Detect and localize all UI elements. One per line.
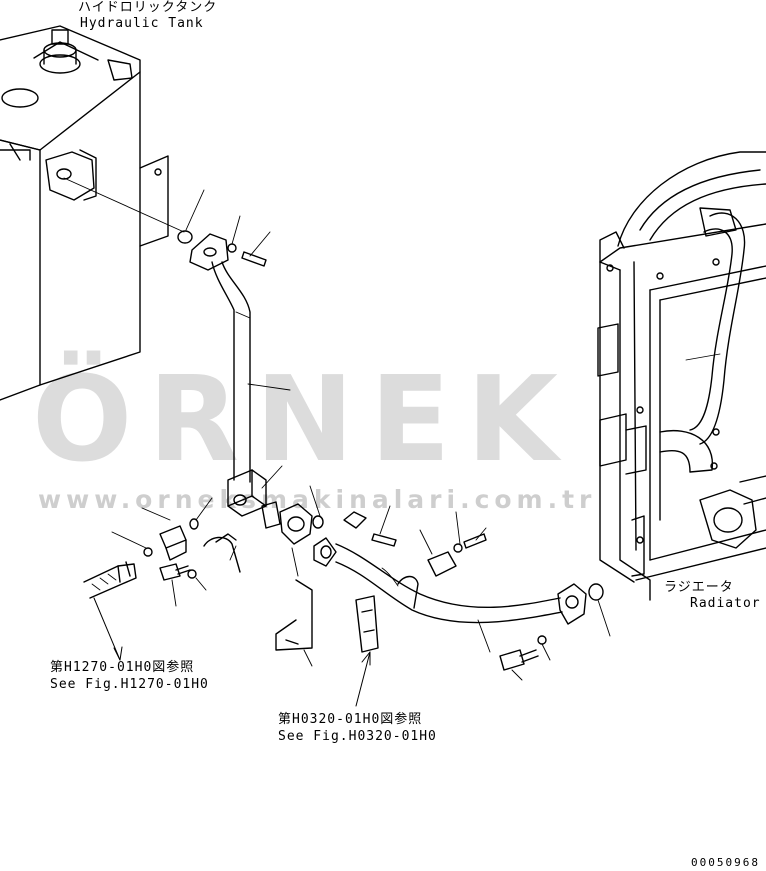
- center-connection: [261, 485, 397, 667]
- reference-h1270-jp: 第H1270-01H0図参照: [50, 660, 195, 675]
- reference-h0320-en: See Fig.H0320-01H0: [278, 729, 437, 744]
- reference-h1270-en: See Fig.H1270-01H0: [50, 677, 209, 692]
- top-flange-parts: [177, 189, 271, 271]
- vertical-pipe: [211, 261, 291, 517]
- reference-arrows: [93, 597, 371, 707]
- hydraulic-tank-label-jp: ハイドロリックタンク: [78, 0, 218, 15]
- radiator-label-en: Radiator: [690, 596, 761, 611]
- watermark-word: ÖRNEK: [32, 350, 574, 488]
- radiator: [597, 151, 766, 601]
- radiator-label-jp: ラジエータ: [664, 580, 734, 595]
- document-number: 00050968: [691, 856, 760, 869]
- hydraulic-tank: [0, 25, 185, 401]
- hydraulic-tank-label-en: Hydraulic Tank: [80, 16, 204, 31]
- left-fittings: [83, 497, 241, 607]
- radiator-hose: [313, 511, 611, 681]
- reference-h0320-jp: 第H0320-01H0図参照: [278, 712, 423, 727]
